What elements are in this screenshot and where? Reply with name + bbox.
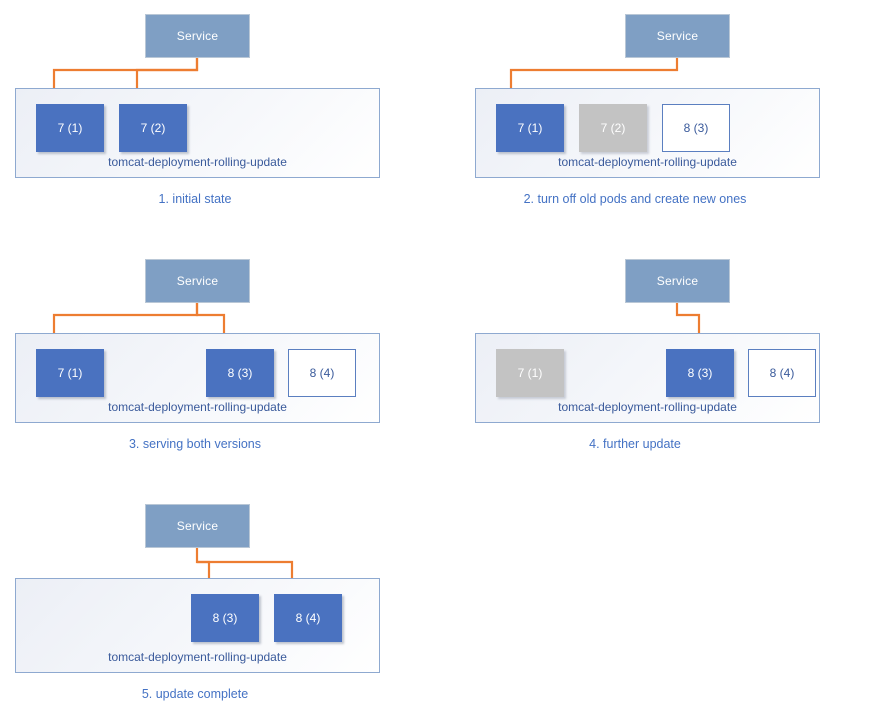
pod-8-4[interactable]: 8 (4) xyxy=(748,349,816,397)
service-box[interactable]: Service xyxy=(145,259,250,303)
deployment-name-label: tomcat-deployment-rolling-update xyxy=(108,650,287,664)
service-box[interactable]: Service xyxy=(145,504,250,548)
deployment-name-label: tomcat-deployment-rolling-update xyxy=(558,155,737,169)
pod-8-3[interactable]: 8 (3) xyxy=(666,349,734,397)
panel-turn-off-old-pods: Service 7 (1) 7 (2) 8 (3) tomcat-deploym… xyxy=(440,0,830,230)
pod-label: 8 (3) xyxy=(212,611,238,625)
pod-label: 8 (3) xyxy=(227,366,253,380)
panel-caption: 3. serving both versions xyxy=(128,437,261,451)
deployment-name-label: tomcat-deployment-rolling-update xyxy=(558,400,737,414)
deployment-container[interactable]: 7 (1) 7 (2) tomcat-deployment-rolling-up… xyxy=(15,88,380,178)
service-box[interactable]: Service xyxy=(625,259,730,303)
pod-label: 8 (4) xyxy=(769,366,795,380)
panel-caption: 4. further update xyxy=(589,437,681,451)
pod-label: 7 (1) xyxy=(517,366,543,380)
service-label: Service xyxy=(176,29,219,43)
deployment-name-label: tomcat-deployment-rolling-update xyxy=(108,155,287,169)
panel-serving-both-versions: Service 7 (1) 8 (3) 8 (4) tomcat-deploym… xyxy=(0,245,390,475)
pod-label: 7 (1) xyxy=(57,121,83,135)
pod-7-2[interactable]: 7 (2) xyxy=(119,104,187,152)
service-label: Service xyxy=(176,274,219,288)
pod-7-1[interactable]: 7 (1) xyxy=(36,349,104,397)
pod-label: 7 (1) xyxy=(517,121,543,135)
pod-7-1[interactable]: 7 (1) xyxy=(496,349,564,397)
service-label: Service xyxy=(656,274,699,288)
pod-8-4[interactable]: 8 (4) xyxy=(288,349,356,397)
pod-label: 8 (3) xyxy=(687,366,713,380)
deployment-name-label: tomcat-deployment-rolling-update xyxy=(108,400,287,414)
deployment-container[interactable]: 7 (1) 7 (2) 8 (3) tomcat-deployment-roll… xyxy=(475,88,820,178)
panel-caption: 2. turn off old pods and create new ones xyxy=(523,192,747,206)
service-box[interactable]: Service xyxy=(625,14,730,58)
pod-label: 7 (2) xyxy=(600,121,626,135)
panel-update-complete: Service 8 (3) 8 (4) tomcat-deployment-ro… xyxy=(0,490,390,720)
service-box[interactable]: Service xyxy=(145,14,250,58)
panel-initial-state: Service 7 (1) 7 (2) tomcat-deployment-ro… xyxy=(0,0,390,230)
pod-8-3[interactable]: 8 (3) xyxy=(191,594,259,642)
pod-8-3[interactable]: 8 (3) xyxy=(662,104,730,152)
pod-7-2[interactable]: 7 (2) xyxy=(579,104,647,152)
panel-caption: 5. update complete xyxy=(141,687,249,701)
pod-label: 7 (2) xyxy=(140,121,166,135)
pod-8-4[interactable]: 8 (4) xyxy=(274,594,342,642)
panel-further-update: Service 7 (1) 8 (3) 8 (4) tomcat-deploym… xyxy=(440,245,830,475)
service-label: Service xyxy=(176,519,219,533)
deployment-container[interactable]: 8 (3) 8 (4) tomcat-deployment-rolling-up… xyxy=(15,578,380,673)
pod-label: 7 (1) xyxy=(57,366,83,380)
pod-label: 8 (4) xyxy=(309,366,335,380)
deployment-container[interactable]: 7 (1) 8 (3) 8 (4) tomcat-deployment-roll… xyxy=(475,333,820,423)
pod-7-1[interactable]: 7 (1) xyxy=(36,104,104,152)
pod-7-1[interactable]: 7 (1) xyxy=(496,104,564,152)
pod-8-3[interactable]: 8 (3) xyxy=(206,349,274,397)
panel-caption: 1. initial state xyxy=(158,192,232,206)
pod-label: 8 (4) xyxy=(295,611,321,625)
deployment-container[interactable]: 7 (1) 8 (3) 8 (4) tomcat-deployment-roll… xyxy=(15,333,380,423)
pod-label: 8 (3) xyxy=(683,121,709,135)
service-label: Service xyxy=(656,29,699,43)
